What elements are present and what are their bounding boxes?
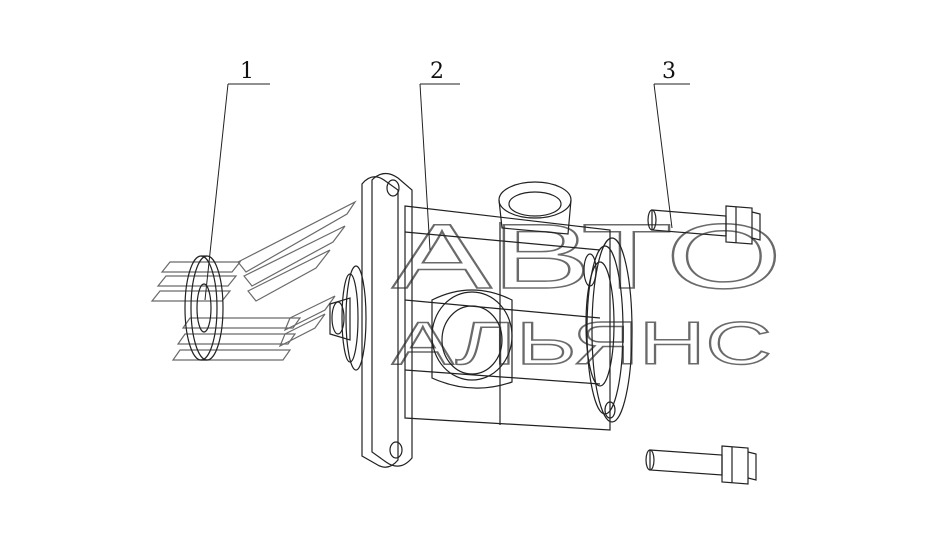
- bolt-part-icon: [645, 445, 757, 485]
- callout-3: 3: [653, 59, 690, 229]
- callout-1: 1: [204, 59, 270, 301]
- washer-part-icon: [184, 255, 224, 361]
- callout-leader: [653, 83, 673, 229]
- valve-body-part-icon: [329, 172, 633, 468]
- callout-2: 2: [419, 59, 460, 251]
- callout-label: 3: [662, 59, 676, 84]
- callout-leader: [204, 83, 229, 301]
- callout-leader: [419, 83, 431, 251]
- callout-label: 1: [240, 59, 254, 84]
- watermark-line2: АЛЬЯНС: [392, 310, 772, 377]
- watermark: АВТО АЛЬЯНС: [150, 200, 783, 378]
- callout-label: 2: [430, 59, 444, 84]
- watermark-logo-icon: [150, 200, 357, 361]
- bolt-part-icon: [647, 205, 761, 245]
